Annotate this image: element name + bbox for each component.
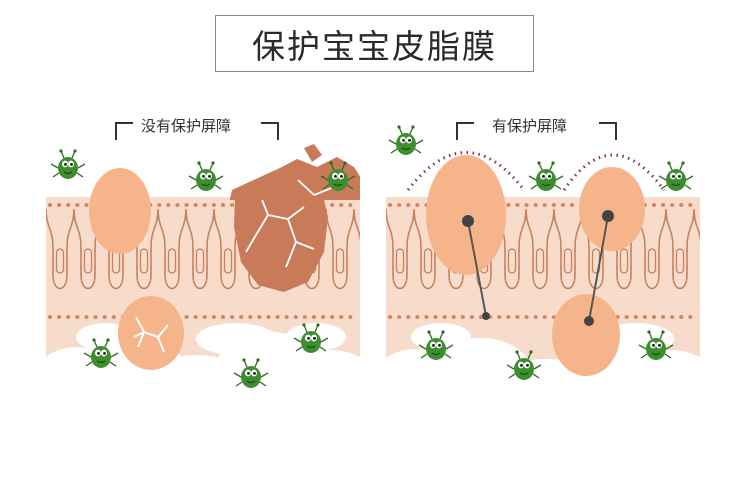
left-label-bracket-icon bbox=[115, 122, 279, 140]
page-title: 保护宝宝皮脂膜 bbox=[252, 26, 497, 66]
barrier-arc bbox=[562, 153, 666, 191]
cracked-cell bbox=[118, 296, 184, 370]
germ-icon bbox=[50, 148, 86, 180]
germ-icon bbox=[188, 160, 224, 192]
cell-fragment bbox=[304, 144, 322, 162]
germ-icon bbox=[658, 160, 694, 192]
skin-without-barrier-diagram bbox=[46, 197, 360, 412]
title-box: 保护宝宝皮脂膜 bbox=[215, 15, 534, 72]
pin-icon bbox=[602, 210, 614, 222]
skin-cell bbox=[426, 197, 506, 275]
skin-with-barrier-diagram bbox=[386, 197, 700, 412]
skin-cell bbox=[89, 197, 151, 254]
germ-icon bbox=[528, 160, 564, 192]
pin-icon bbox=[462, 215, 474, 227]
germ-icon bbox=[388, 124, 424, 156]
skin-cell bbox=[90, 168, 150, 200]
right-panel-label: 有保护屏障 bbox=[492, 117, 568, 135]
right-label-bracket-icon bbox=[456, 122, 617, 140]
damaged-cell bbox=[234, 197, 328, 292]
skin-cell bbox=[579, 197, 645, 251]
skin-cell bbox=[552, 294, 620, 376]
right-panel-top-overlay bbox=[388, 124, 694, 200]
left-panel-label: 没有保护屏障 bbox=[141, 117, 232, 135]
left-panel-top-overlay bbox=[50, 144, 360, 200]
